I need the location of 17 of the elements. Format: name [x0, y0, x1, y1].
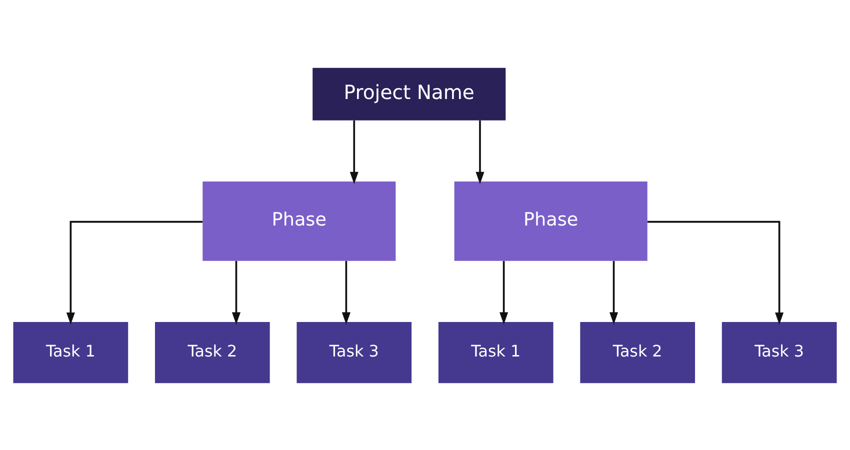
arrow	[476, 120, 484, 184]
arrow	[342, 260, 350, 324]
arrow	[232, 260, 241, 324]
node-box: Phase	[202, 181, 396, 260]
arrow	[500, 260, 508, 324]
node-box: Task 2	[154, 322, 270, 383]
node-box: Task 2	[580, 322, 696, 383]
node-box: Task 1	[438, 322, 554, 383]
arrow	[350, 120, 358, 184]
node-box: Task 3	[296, 322, 412, 383]
node-box: Task 1	[13, 322, 128, 383]
arrow	[609, 260, 618, 324]
arrow	[66, 220, 203, 324]
node-box: Task 3	[722, 322, 837, 383]
arrow	[647, 220, 784, 324]
node-box: Project Name	[312, 67, 506, 120]
node-box: Phase	[454, 181, 648, 260]
